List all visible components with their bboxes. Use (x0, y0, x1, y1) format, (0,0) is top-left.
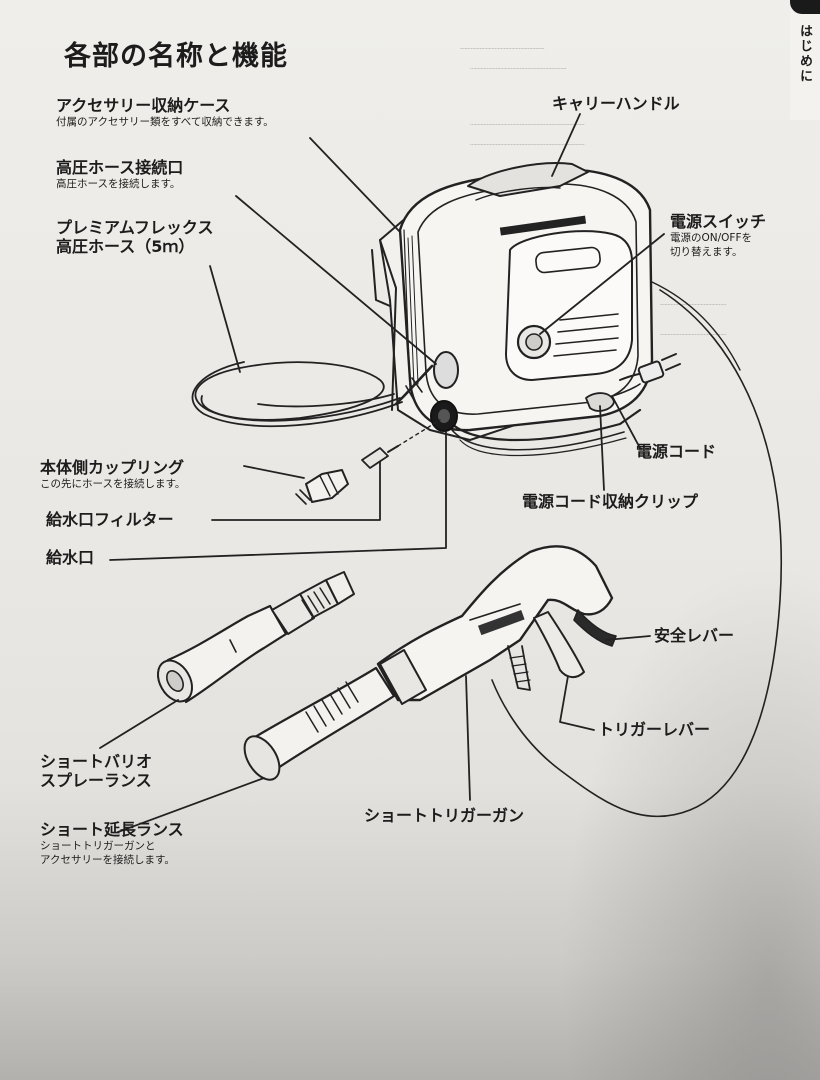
short-extension-lance-illustration (243, 666, 396, 781)
label-carry-handle: キャリーハンドル (552, 94, 680, 113)
bleed-through-text: ┈┈┈┈┈┈┈┈┈┈┈┈┈┈┈┈ (470, 64, 567, 75)
power-cord-illustration (491, 289, 783, 818)
power-cord-name: 電源コード (636, 442, 717, 461)
chapter-tab: はじめに (790, 0, 820, 120)
short-vario-spray-lance-illustration (156, 571, 355, 704)
vario-lance-line2: スプレーランス (40, 771, 152, 790)
coupling-desc: この先にホースを接続します。 (40, 478, 186, 490)
photo-shadow-right (560, 560, 820, 1080)
accessory-case-desc: 付属のアクセサリー類をすべて収納できます。 (56, 116, 274, 128)
short-trigger-gun-illustration (376, 545, 617, 705)
power-switch-name: 電源スイッチ (670, 212, 767, 231)
label-inlet-filter: 給水口フィルター (46, 510, 174, 529)
page-title: 各部の名称と機能 (64, 41, 288, 72)
extension-lance-desc1: ショートトリガーガンと (40, 840, 156, 852)
chapter-tab-label: はじめに (797, 24, 812, 84)
bleed-through-text: ┈┈┈┈┈┈┈┈┈┈┈┈┈┈┈┈┈┈┈ (470, 120, 585, 131)
inlet-filter-illustration (361, 445, 399, 469)
label-coupling: 本体側カップリング この先にホースを接続します。 (40, 458, 185, 491)
bleed-through-text: ┈┈┈┈┈┈┈┈┈┈┈┈┈┈┈┈┈┈┈ (470, 140, 585, 151)
power-switch-desc2: 切り替えます。 (670, 246, 743, 258)
inlet-filter-name: 給水口フィルター (46, 510, 174, 529)
hose-connector-name: 高圧ホース接続口 (56, 158, 184, 177)
vario-lance-line1: ショートバリオ (40, 752, 153, 771)
label-trigger-gun: ショートトリガーガン (364, 806, 524, 825)
label-safety-lever: 安全レバー (654, 626, 734, 645)
label-power-cord: 電源コード (636, 442, 716, 461)
photo-shadow (0, 780, 820, 1080)
label-extension-lance: ショート延長ランス ショートトリガーガンと アクセサリーを接続します。 (40, 820, 184, 867)
high-pressure-hose-illustration (191, 361, 403, 428)
extension-lance-desc2: アクセサリーを接続します。 (40, 854, 175, 866)
hose-name-line1: プレミアムフレックス (56, 218, 214, 237)
hose-connector-desc: 高圧ホースを接続します。 (56, 178, 181, 190)
inlet-name: 給水口 (46, 548, 95, 567)
label-high-pressure-hose: プレミアムフレックス 高圧ホース（5ｍ） (56, 218, 213, 256)
label-cord-clip: 電源コード収納クリップ (522, 492, 698, 511)
power-switch-desc1: 電源のON/OFFを (670, 232, 753, 244)
trigger-gun-name: ショートトリガーガン (364, 806, 525, 825)
chapter-tab-marker (790, 0, 820, 14)
carry-handle-name: キャリーハンドル (552, 94, 680, 113)
bleed-through-text: ┈┈┈┈┈┈┈┈┈┈┈ (660, 300, 727, 311)
trigger-lever-name: トリガーレバー (598, 720, 711, 739)
hose-name-line2: 高圧ホース（5ｍ） (56, 237, 195, 256)
label-accessory-case: アクセサリー収納ケース 付属のアクセサリー類をすべて収納できます。 (56, 96, 274, 129)
label-trigger-lever: トリガーレバー (598, 720, 710, 739)
extension-lance-name: ショート延長ランス (40, 820, 184, 839)
label-vario-lance: ショートバリオ スプレーランス (40, 752, 152, 790)
bleed-through-text: ┈┈┈┈┈┈┈┈┈┈┈┈┈┈ (460, 44, 545, 55)
label-power-switch: 電源スイッチ 電源のON/OFFを 切り替えます。 (670, 212, 766, 259)
bleed-through-text: ┈┈┈┈┈┈┈┈┈┈┈ (660, 330, 727, 341)
coupling-illustration (295, 469, 349, 505)
safety-lever-name: 安全レバー (654, 626, 735, 645)
accessory-case-name: アクセサリー収納ケース (56, 96, 231, 115)
label-inlet: 給水口 (46, 548, 94, 567)
coupling-name: 本体側カップリング (40, 458, 185, 477)
cord-clip-name: 電源コード収納クリップ (522, 492, 699, 511)
leader-lines (99, 113, 665, 833)
label-hose-connector: 高圧ホース接続口 高圧ホースを接続します。 (56, 158, 183, 191)
pressure-washer-body-illustration (371, 162, 681, 457)
